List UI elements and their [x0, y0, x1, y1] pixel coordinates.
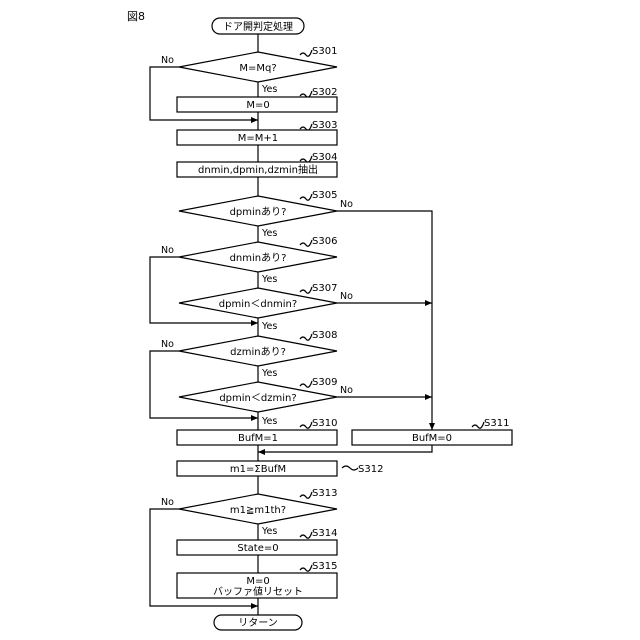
step-id-s306: S306: [312, 236, 337, 247]
step-id-s302: S302: [312, 87, 337, 98]
step-id-s313: S313: [312, 488, 337, 499]
step-id-s307: S307: [312, 283, 337, 294]
process-s315-line1: M=0: [246, 576, 269, 587]
decision-s309: dpmin＜dzmin? S309: [179, 377, 337, 412]
process-s311-text: BufM=0: [412, 433, 452, 444]
yes-label-s309: Yes: [261, 416, 277, 427]
step-id-s304: S304: [312, 152, 337, 163]
decision-s305-text: dpminあり?: [230, 206, 287, 218]
process-s302-text: M=0: [246, 100, 269, 111]
decision-s307: dpmin＜dnmin? S307: [179, 283, 337, 318]
start-terminal: ドア開判定処理: [212, 18, 304, 34]
connectors: [150, 33, 435, 615]
no-label-s305: No: [340, 199, 353, 210]
step-id-s311: S311: [484, 418, 509, 429]
decision-s309-text: dpmin＜dzmin?: [219, 393, 296, 404]
no-label-s308: No: [161, 339, 174, 350]
no-label-s313: No: [161, 497, 174, 508]
process-s304: dnmin,dpmin,dzmin抽出 S304: [177, 152, 337, 177]
step-id-s308: S308: [312, 330, 337, 341]
yes-label-s306: Yes: [261, 274, 277, 285]
no-label-s309: No: [340, 385, 353, 396]
process-s304-text: dnmin,dpmin,dzmin抽出: [198, 163, 318, 176]
yes-label-s313: Yes: [261, 526, 277, 537]
step-id-s315: S315: [312, 561, 337, 572]
step-id-s301: S301: [312, 46, 337, 57]
decision-s306-text: dnminあり?: [230, 252, 287, 264]
process-s314: State=0 S314: [177, 528, 337, 555]
process-s310-text: BufM=1: [238, 433, 278, 444]
process-s310: BufM=1 S310: [177, 418, 337, 445]
step-id-s310: S310: [312, 418, 337, 429]
step-id-s303: S303: [312, 120, 337, 131]
process-s302: M=0 S302: [177, 87, 337, 112]
no-label-s307: No: [340, 291, 353, 302]
no-label-s306: No: [161, 245, 174, 256]
process-s315-line2: バッファ値リセット: [213, 585, 303, 598]
decision-s308-text: dzminあり?: [230, 346, 286, 358]
start-terminal-label: ドア開判定処理: [223, 20, 293, 33]
decision-s313-text: m1≧m1th?: [230, 505, 286, 516]
figure-label: 図8: [127, 10, 145, 23]
process-s314-text: State=0: [237, 543, 278, 554]
decision-s307-text: dpmin＜dnmin?: [219, 299, 297, 310]
step-id-s312: S312: [358, 464, 383, 475]
step-id-s305: S305: [312, 190, 337, 201]
yes-label-s301: Yes: [261, 84, 277, 95]
decision-s301-text: M=Mq?: [239, 63, 276, 74]
end-terminal: リターン: [214, 615, 302, 630]
end-terminal-label: リターン: [238, 617, 278, 629]
step-id-s314: S314: [312, 528, 337, 539]
process-s312-text: m1=ΣBufM: [230, 464, 286, 475]
no-label-s301: No: [161, 55, 174, 66]
yes-label-s307: Yes: [261, 321, 277, 332]
yes-label-s305: Yes: [261, 228, 277, 239]
process-s303-text: M=M+1: [238, 133, 278, 144]
step-id-s309: S309: [312, 377, 337, 388]
process-s315: M=0 バッファ値リセット S315: [177, 561, 337, 598]
process-s303: M=M+1 S303: [177, 120, 337, 145]
yes-label-s308: Yes: [261, 368, 277, 379]
process-s312: m1=ΣBufM S312: [177, 461, 383, 476]
